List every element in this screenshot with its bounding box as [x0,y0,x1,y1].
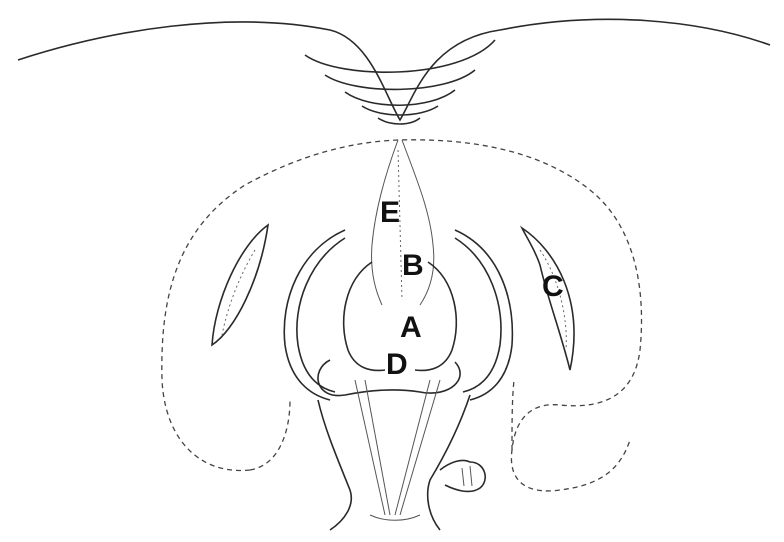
left-inner-loop [344,262,385,370]
skin-fold-1 [305,40,495,72]
left-outer-lobe [284,230,345,400]
skin-fold-3 [345,90,455,105]
stalk-right [428,395,470,530]
left-crescent-hatch [222,250,255,335]
right-outer-lobe-inner [455,238,501,392]
skin-fold-4 [362,106,438,115]
duct-line-4 [400,380,440,515]
duct-base [370,515,420,520]
label-c: C [542,272,564,302]
duct-line-3 [395,380,430,515]
label-b: B [402,251,424,281]
skin-fold-2 [325,70,475,89]
side-appendage-detail [462,466,472,486]
dashed-inner-right [512,380,514,450]
label-a: A [400,313,422,343]
duct-line-1 [355,380,385,515]
left-crescent [212,225,268,345]
dashed-inner-left [250,400,290,470]
right-outer-lobe [455,230,512,400]
duct-line-2 [365,380,390,515]
label-d: D [386,350,408,380]
stalk-left [318,400,351,530]
label-e: E [380,198,400,228]
